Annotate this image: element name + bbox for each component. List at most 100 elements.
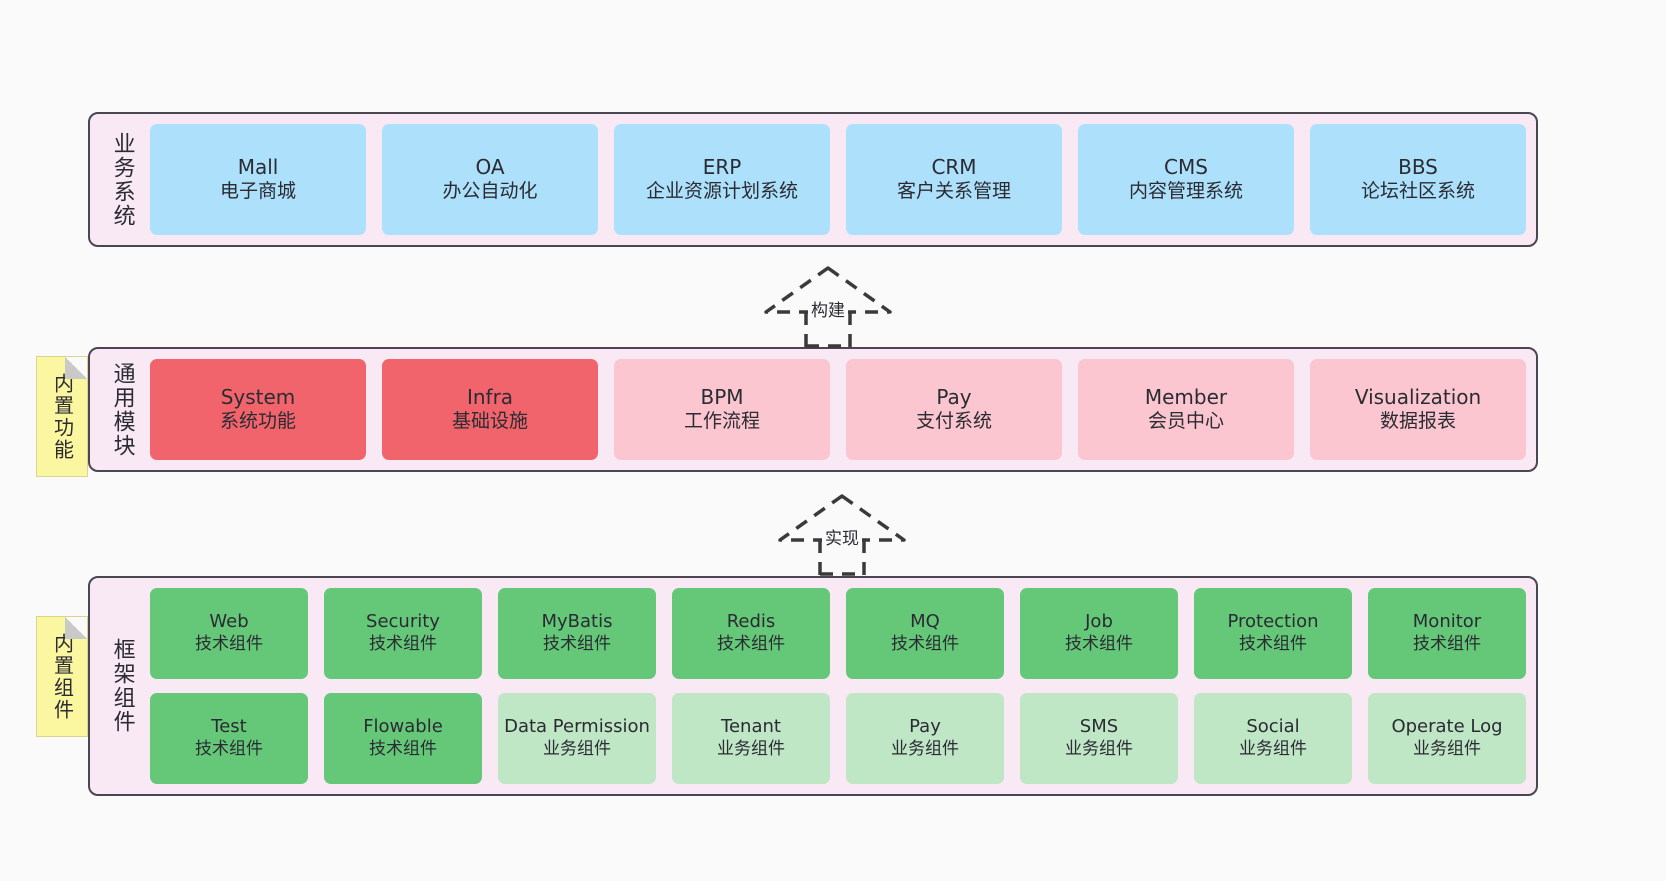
card-member[interactable]: Member 会员中心 xyxy=(1078,359,1294,460)
layer-body-framework-component: Web 技术组件 Security 技术组件 MyBatis 技术组件 Redi… xyxy=(144,588,1526,784)
card-flowable[interactable]: Flowable 技术组件 xyxy=(324,693,482,784)
sticky-note-label: 内置功能 xyxy=(50,372,75,461)
card-infra[interactable]: Infra 基础设施 xyxy=(382,359,598,460)
connector-label: 构建 xyxy=(808,296,848,321)
card-title-en: Operate Log xyxy=(1391,716,1503,738)
card-title-en: Mall xyxy=(237,154,279,179)
card-title-cn: 技术组件 xyxy=(195,739,263,760)
card-monitor[interactable]: Monitor 技术组件 xyxy=(1368,588,1526,679)
card-title-cn: 业务组件 xyxy=(717,739,785,760)
card-test[interactable]: Test 技术组件 xyxy=(150,693,308,784)
card-mq[interactable]: MQ 技术组件 xyxy=(846,588,1004,679)
card-title-en: CRM xyxy=(931,154,977,179)
card-crm[interactable]: CRM 客户关系管理 xyxy=(846,124,1062,235)
card-title-en: ERP xyxy=(702,154,742,179)
card-title-cn: 技术组件 xyxy=(369,634,437,655)
card-title-cn: 企业资源计划系统 xyxy=(645,180,798,203)
card-title-en: BBS xyxy=(1398,154,1438,179)
card-security[interactable]: Security 技术组件 xyxy=(324,588,482,679)
card-title-en: OA xyxy=(475,154,505,179)
card-title-en: Tenant xyxy=(721,716,781,738)
card-title-en: Test xyxy=(211,716,247,738)
card-title-cn: 技术组件 xyxy=(1239,634,1307,655)
card-pay-module[interactable]: Pay 支付系统 xyxy=(846,359,1062,460)
card-data-permission[interactable]: Data Permission 业务组件 xyxy=(498,693,656,784)
card-title-en: Infra xyxy=(466,384,514,409)
sticky-note-builtin-components: 内置组件 xyxy=(36,616,88,737)
layer-body-common-module: System 系统功能 Infra 基础设施 BPM 工作流程 Pay 支付系统… xyxy=(144,359,1526,460)
card-title-en: Social xyxy=(1246,716,1300,738)
card-mall[interactable]: Mall 电子商城 xyxy=(150,124,366,235)
card-title-en: CMS xyxy=(1164,154,1208,179)
card-tenant[interactable]: Tenant 业务组件 xyxy=(672,693,830,784)
card-bpm[interactable]: BPM 工作流程 xyxy=(614,359,830,460)
sticky-note-label: 内置组件 xyxy=(50,632,75,721)
card-title-en: BPM xyxy=(700,384,744,409)
card-bbs[interactable]: BBS 论坛社区系统 xyxy=(1310,124,1526,235)
card-mybatis[interactable]: MyBatis 技术组件 xyxy=(498,588,656,679)
card-title-cn: 电子商城 xyxy=(219,180,296,203)
card-title-en: Visualization xyxy=(1354,384,1482,409)
card-title-cn: 技术组件 xyxy=(195,634,263,655)
card-title-cn: 业务组件 xyxy=(1239,739,1307,760)
card-row: Test 技术组件 Flowable 技术组件 Data Permission … xyxy=(150,693,1526,784)
card-title-en: MyBatis xyxy=(541,611,613,633)
connector-implement: 实现 xyxy=(772,490,912,576)
card-title-en: SMS xyxy=(1079,716,1119,738)
card-title-en: Job xyxy=(1085,611,1113,633)
card-sms[interactable]: SMS 业务组件 xyxy=(1020,693,1178,784)
card-title-cn: 技术组件 xyxy=(1413,634,1481,655)
connector-build: 构建 xyxy=(758,262,898,348)
card-oa[interactable]: OA 办公自动化 xyxy=(382,124,598,235)
card-title-en: Data Permission xyxy=(504,716,650,738)
layer-business-system: 业务系统 Mall 电子商城 OA 办公自动化 ERP 企业资源计划系统 CRM… xyxy=(88,112,1538,247)
card-title-en: Protection xyxy=(1227,611,1319,633)
card-social[interactable]: Social 业务组件 xyxy=(1194,693,1352,784)
card-title-cn: 业务组件 xyxy=(1413,739,1481,760)
card-title-en: System xyxy=(220,384,296,409)
card-job[interactable]: Job 技术组件 xyxy=(1020,588,1178,679)
card-title-cn: 办公自动化 xyxy=(442,180,538,203)
card-title-cn: 支付系统 xyxy=(915,410,992,433)
card-title-en: Pay xyxy=(936,384,972,409)
connector-label: 实现 xyxy=(822,524,862,549)
card-protection[interactable]: Protection 技术组件 xyxy=(1194,588,1352,679)
card-pay-component[interactable]: Pay 业务组件 xyxy=(846,693,1004,784)
card-row: Web 技术组件 Security 技术组件 MyBatis 技术组件 Redi… xyxy=(150,588,1526,679)
layer-title-framework-component: 框架组件 xyxy=(109,638,135,734)
card-title-cn: 内容管理系统 xyxy=(1128,180,1243,203)
card-redis[interactable]: Redis 技术组件 xyxy=(672,588,830,679)
card-title-cn: 数据报表 xyxy=(1379,410,1456,433)
layer-title-business-system: 业务系统 xyxy=(109,131,135,228)
card-title-cn: 工作流程 xyxy=(683,410,760,433)
card-title-cn: 系统功能 xyxy=(219,410,296,433)
card-title-cn: 业务组件 xyxy=(1065,739,1133,760)
card-title-en: Flowable xyxy=(363,716,443,738)
card-title-en: Monitor xyxy=(1412,611,1482,633)
card-title-cn: 业务组件 xyxy=(891,739,959,760)
card-cms[interactable]: CMS 内容管理系统 xyxy=(1078,124,1294,235)
card-title-en: MQ xyxy=(910,611,940,633)
card-visualization[interactable]: Visualization 数据报表 xyxy=(1310,359,1526,460)
card-title-cn: 客户关系管理 xyxy=(896,180,1011,203)
card-title-en: Redis xyxy=(726,611,776,633)
layer-title-common-module: 通用模块 xyxy=(109,361,135,458)
card-system[interactable]: System 系统功能 xyxy=(150,359,366,460)
layer-framework-component: 框架组件 Web 技术组件 Security 技术组件 MyBatis 技术组件… xyxy=(88,576,1538,796)
card-title-cn: 业务组件 xyxy=(543,739,611,760)
card-title-cn: 会员中心 xyxy=(1147,410,1224,433)
card-title-en: Pay xyxy=(909,716,941,738)
card-title-cn: 基础设施 xyxy=(451,410,528,433)
sticky-note-builtin-features: 内置功能 xyxy=(36,356,88,477)
card-title-cn: 技术组件 xyxy=(543,634,611,655)
card-title-en: Security xyxy=(366,611,440,633)
card-title-cn: 论坛社区系统 xyxy=(1360,180,1475,203)
card-title-en: Member xyxy=(1144,384,1228,409)
card-web[interactable]: Web 技术组件 xyxy=(150,588,308,679)
card-erp[interactable]: ERP 企业资源计划系统 xyxy=(614,124,830,235)
layer-body-business-system: Mall 电子商城 OA 办公自动化 ERP 企业资源计划系统 CRM 客户关系… xyxy=(144,124,1526,235)
card-operate-log[interactable]: Operate Log 业务组件 xyxy=(1368,693,1526,784)
layer-common-module: 通用模块 System 系统功能 Infra 基础设施 BPM 工作流程 Pay… xyxy=(88,347,1538,472)
card-title-cn: 技术组件 xyxy=(369,739,437,760)
